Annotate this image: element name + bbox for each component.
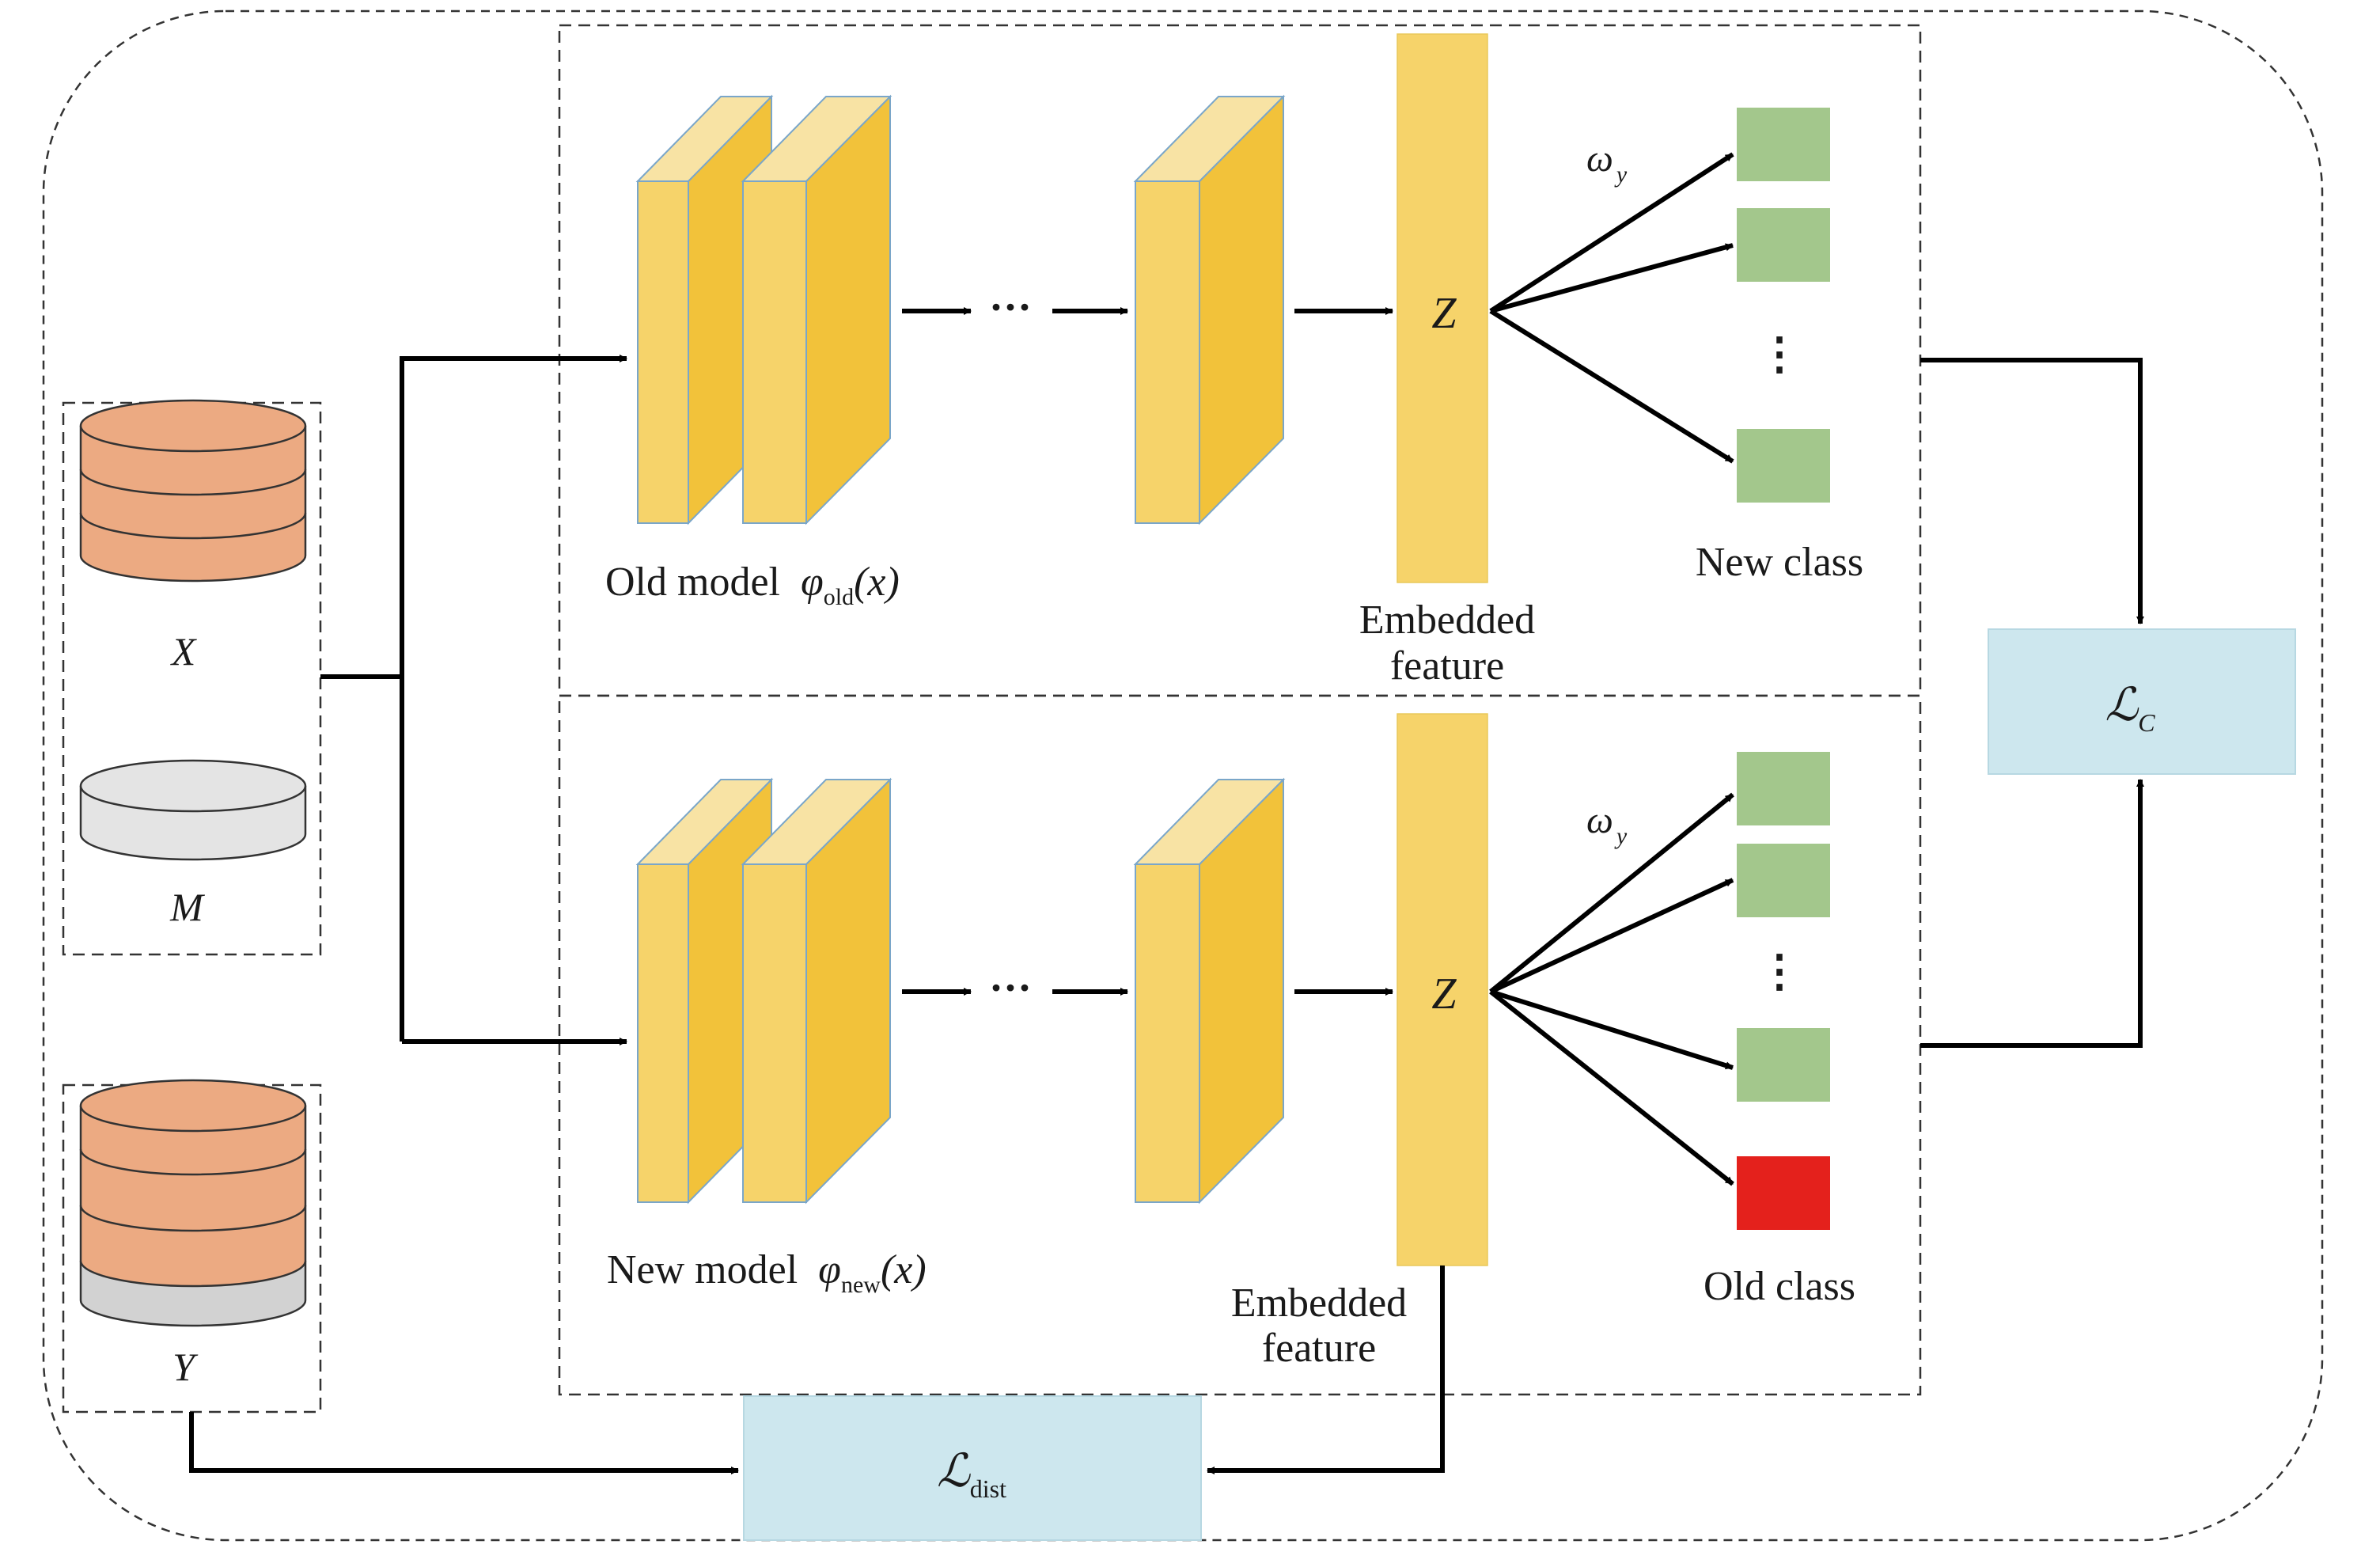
old-ellipsis: ··· (989, 283, 1032, 331)
new-classifier-arrows (1489, 792, 1734, 1186)
classification-loss-subscript: C (2138, 708, 2155, 737)
new-model-text: New model (607, 1247, 798, 1292)
old-z-label: Z (1431, 289, 1457, 338)
new-embedded-feature-bar (1397, 713, 1488, 1266)
dataset-m-label: M (169, 885, 205, 929)
new-omega-subscript: y (1614, 823, 1628, 849)
new-class-box-3 (1737, 1028, 1830, 1102)
old-classifier-arrows (1489, 152, 1734, 464)
new-phi-arg: (x) (881, 1247, 927, 1292)
old-phi-subscript: old (824, 584, 854, 610)
old-embedded-feature-bar (1397, 33, 1488, 583)
input-routing (320, 355, 627, 1045)
new-class-box-1 (1737, 752, 1830, 825)
new-phi-subscript: new (841, 1272, 881, 1298)
old-omega-symbol: ω (1586, 138, 1613, 180)
distillation-loss-box (743, 1395, 1202, 1541)
old-model-text: Old model (605, 560, 780, 605)
old-class-red-box (1737, 1156, 1830, 1230)
old-model-label: Old model φold(x) (605, 560, 900, 610)
loss-routing (189, 358, 2144, 1474)
old-omega-subscript: y (1614, 161, 1628, 188)
old-conv-block-3 (1133, 94, 1286, 526)
old-class-box-1 (1737, 108, 1830, 181)
classification-loss-symbol: ℒ (2105, 679, 2139, 730)
new-model-label: New model φnew(x) (607, 1247, 927, 1298)
new-ellipsis: ··· (989, 964, 1032, 1011)
input-group-xm: X M (62, 399, 322, 956)
dataset-y-icon (79, 1079, 307, 1327)
input-group-y: Y (62, 1079, 322, 1413)
dataset-x-icon (79, 399, 307, 582)
dataset-y-label: Y (172, 1345, 199, 1389)
old-class-box-3 (1737, 429, 1830, 503)
distillation-loss-symbol: ℒ (937, 1445, 971, 1497)
old-phi-symbol: φ (801, 560, 824, 605)
old-phi-arg: (x) (854, 560, 900, 605)
old-embedded-line1: Embedded (1359, 598, 1535, 643)
old-class-dots: ⋮ (1757, 330, 1802, 379)
classification-loss-box (1988, 628, 2296, 775)
dataset-m-icon (79, 759, 307, 861)
new-class-label: New class (1696, 540, 1863, 585)
new-conv-block-3 (1133, 777, 1286, 1205)
new-z-label: Z (1431, 970, 1457, 1019)
old-class-label: Old class (1704, 1264, 1855, 1309)
new-class-box-2 (1737, 844, 1830, 917)
new-embedded-line1: Embedded (1231, 1281, 1407, 1326)
new-omega-symbol: ω (1586, 799, 1613, 841)
new-conv-block-2 (741, 777, 892, 1205)
old-embedded-line2: feature (1390, 643, 1504, 689)
new-phi-symbol: φ (818, 1247, 841, 1292)
distillation-loss-subscript: dist (970, 1474, 1006, 1503)
new-class-dots: ⋮ (1757, 947, 1802, 996)
classification-loss-label: ℒC (2105, 679, 2155, 737)
dataset-x-label: X (170, 629, 198, 674)
new-embedded-line2: feature (1262, 1326, 1376, 1371)
distillation-loss-label: ℒdist (937, 1445, 1006, 1503)
old-conv-block-2 (741, 94, 892, 526)
old-class-box-2 (1737, 208, 1830, 282)
